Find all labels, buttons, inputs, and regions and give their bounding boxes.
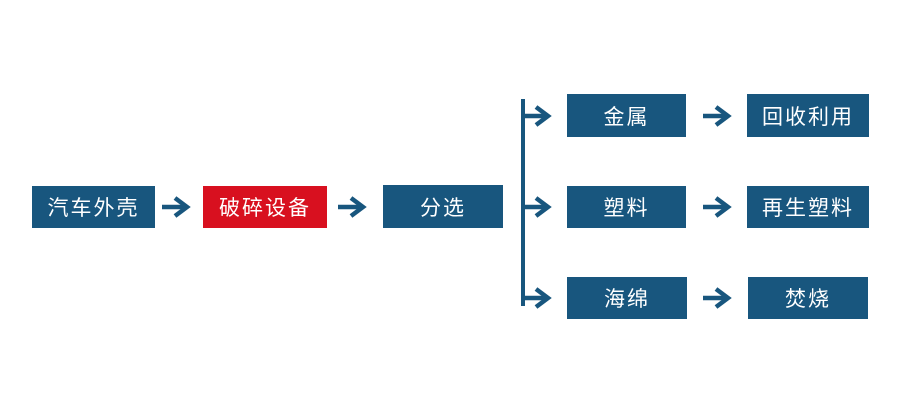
- arrow-right-icon: [162, 196, 191, 218]
- node-car-shell: 汽车外壳: [32, 186, 155, 228]
- node-recycling: 回收利用: [747, 94, 869, 137]
- branch-arrow-bottom-icon: [523, 287, 552, 309]
- branch-connector-line: [521, 99, 525, 306]
- branch-arrow-top-icon: [523, 105, 552, 127]
- node-metal: 金属: [567, 94, 686, 137]
- node-sponge: 海绵: [567, 277, 687, 319]
- node-incineration: 焚烧: [748, 277, 868, 319]
- node-sorting: 分选: [383, 185, 503, 228]
- node-crusher: 破碎设备: [203, 186, 327, 228]
- node-plastic: 塑料: [567, 186, 686, 228]
- arrow-right-icon: [703, 196, 732, 218]
- branch-arrow-middle-icon: [523, 196, 552, 218]
- arrow-right-icon: [703, 287, 732, 309]
- arrow-right-icon: [703, 105, 732, 127]
- arrow-right-icon: [338, 196, 367, 218]
- node-recycled-plastic: 再生塑料: [747, 186, 869, 228]
